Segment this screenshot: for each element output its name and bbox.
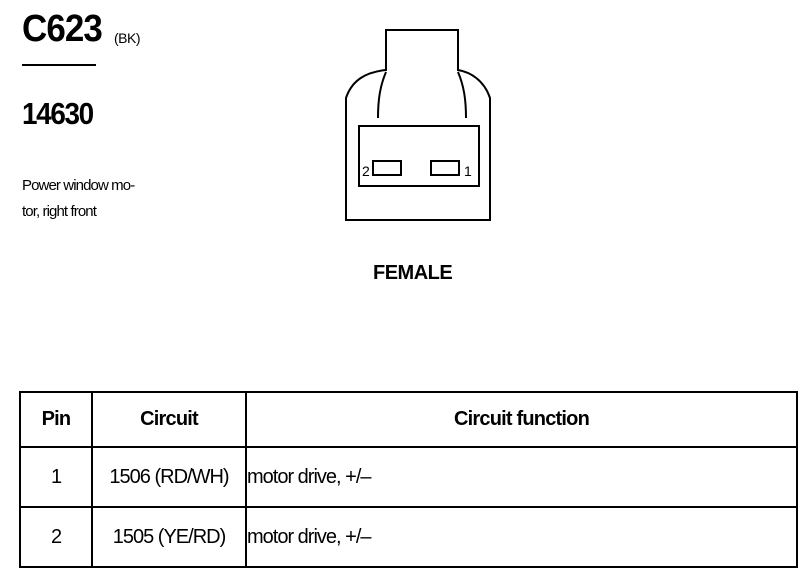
description-line-1: Power window mo- [22,177,135,194]
circuit-cell: 1506 (RD/WH) [91,446,247,508]
part-number: 14630 [22,96,94,131]
pin-table: Pin Circuit Circuit function 1 1506 (RD/… [19,391,798,568]
header-pin: Pin [19,391,93,448]
connector-housing-outline [345,29,491,221]
connector-latch-left [377,71,387,119]
connector-color: (BK) [114,30,141,46]
circuit-function-cell: motor drive, +/– [245,506,798,568]
pin-cavity-2 [372,160,402,176]
header-circuit-function: Circuit function [245,391,798,448]
connector-latch-right [457,71,467,119]
table-row: 1 1506 (RD/WH) motor drive, +/– [19,446,798,508]
pin-label-1: 1 [464,163,472,179]
circuit-function-cell: motor drive, +/– [245,446,798,508]
connector-id: C623 [22,8,103,50]
circuit-cell: 1505 (YE/RD) [91,506,247,568]
connector-mating-face [358,125,480,187]
description-line-2: tor, right front [22,203,97,220]
header-circuit: Circuit [91,391,247,448]
pin-label-2: 2 [362,163,370,179]
pin-cell: 1 [19,446,93,508]
connector-gender-label: FEMALE [373,262,453,284]
pin-cell: 2 [19,506,93,568]
table-row: 2 1505 (YE/RD) motor drive, +/– [19,506,798,568]
divider [22,64,96,66]
connector-description: Power window mo- tor, right front [22,173,172,225]
connector-face-diagram: 2 1 [345,29,491,221]
pin-cavity-1 [430,160,460,176]
table-header-row: Pin Circuit Circuit function [19,391,798,448]
